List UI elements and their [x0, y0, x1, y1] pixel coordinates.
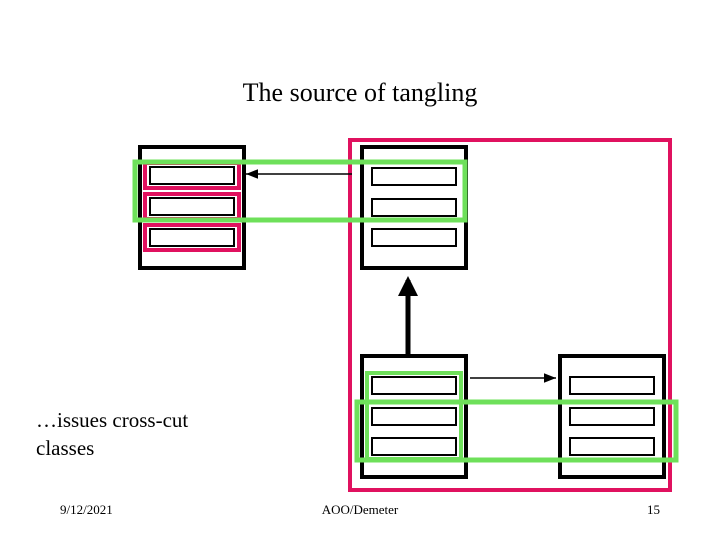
class-box-b — [360, 145, 468, 270]
pink-concern-region — [348, 138, 672, 492]
class-b-member-2 — [371, 198, 457, 217]
green-concern-bottom-band — [354, 399, 679, 463]
side-caption: …issues cross-cut classes — [36, 408, 189, 460]
class-box-a — [138, 145, 246, 270]
footer-page-number: 15 — [647, 502, 660, 517]
footer-date: 9/12/2021 — [60, 502, 113, 517]
class-d-member-1 — [569, 376, 655, 395]
class-a-member-2 — [149, 197, 235, 216]
class-d-member-3 — [569, 437, 655, 456]
class-c-member-2 — [371, 407, 457, 426]
class-b-member-1 — [371, 167, 457, 186]
class-a-member-1 — [149, 166, 235, 185]
class-c-member-1 — [371, 376, 457, 395]
class-b-member-3 — [371, 228, 457, 247]
slide-title: The source of tangling — [242, 78, 478, 107]
class-box-c — [360, 354, 468, 479]
green-concern-top-band — [132, 159, 468, 223]
class-box-d — [558, 354, 666, 479]
class-c-member-3 — [371, 437, 457, 456]
footer-title: AOO/Demeter — [321, 502, 399, 517]
class-a-member-3 — [149, 228, 235, 247]
class-d-member-2 — [569, 407, 655, 426]
